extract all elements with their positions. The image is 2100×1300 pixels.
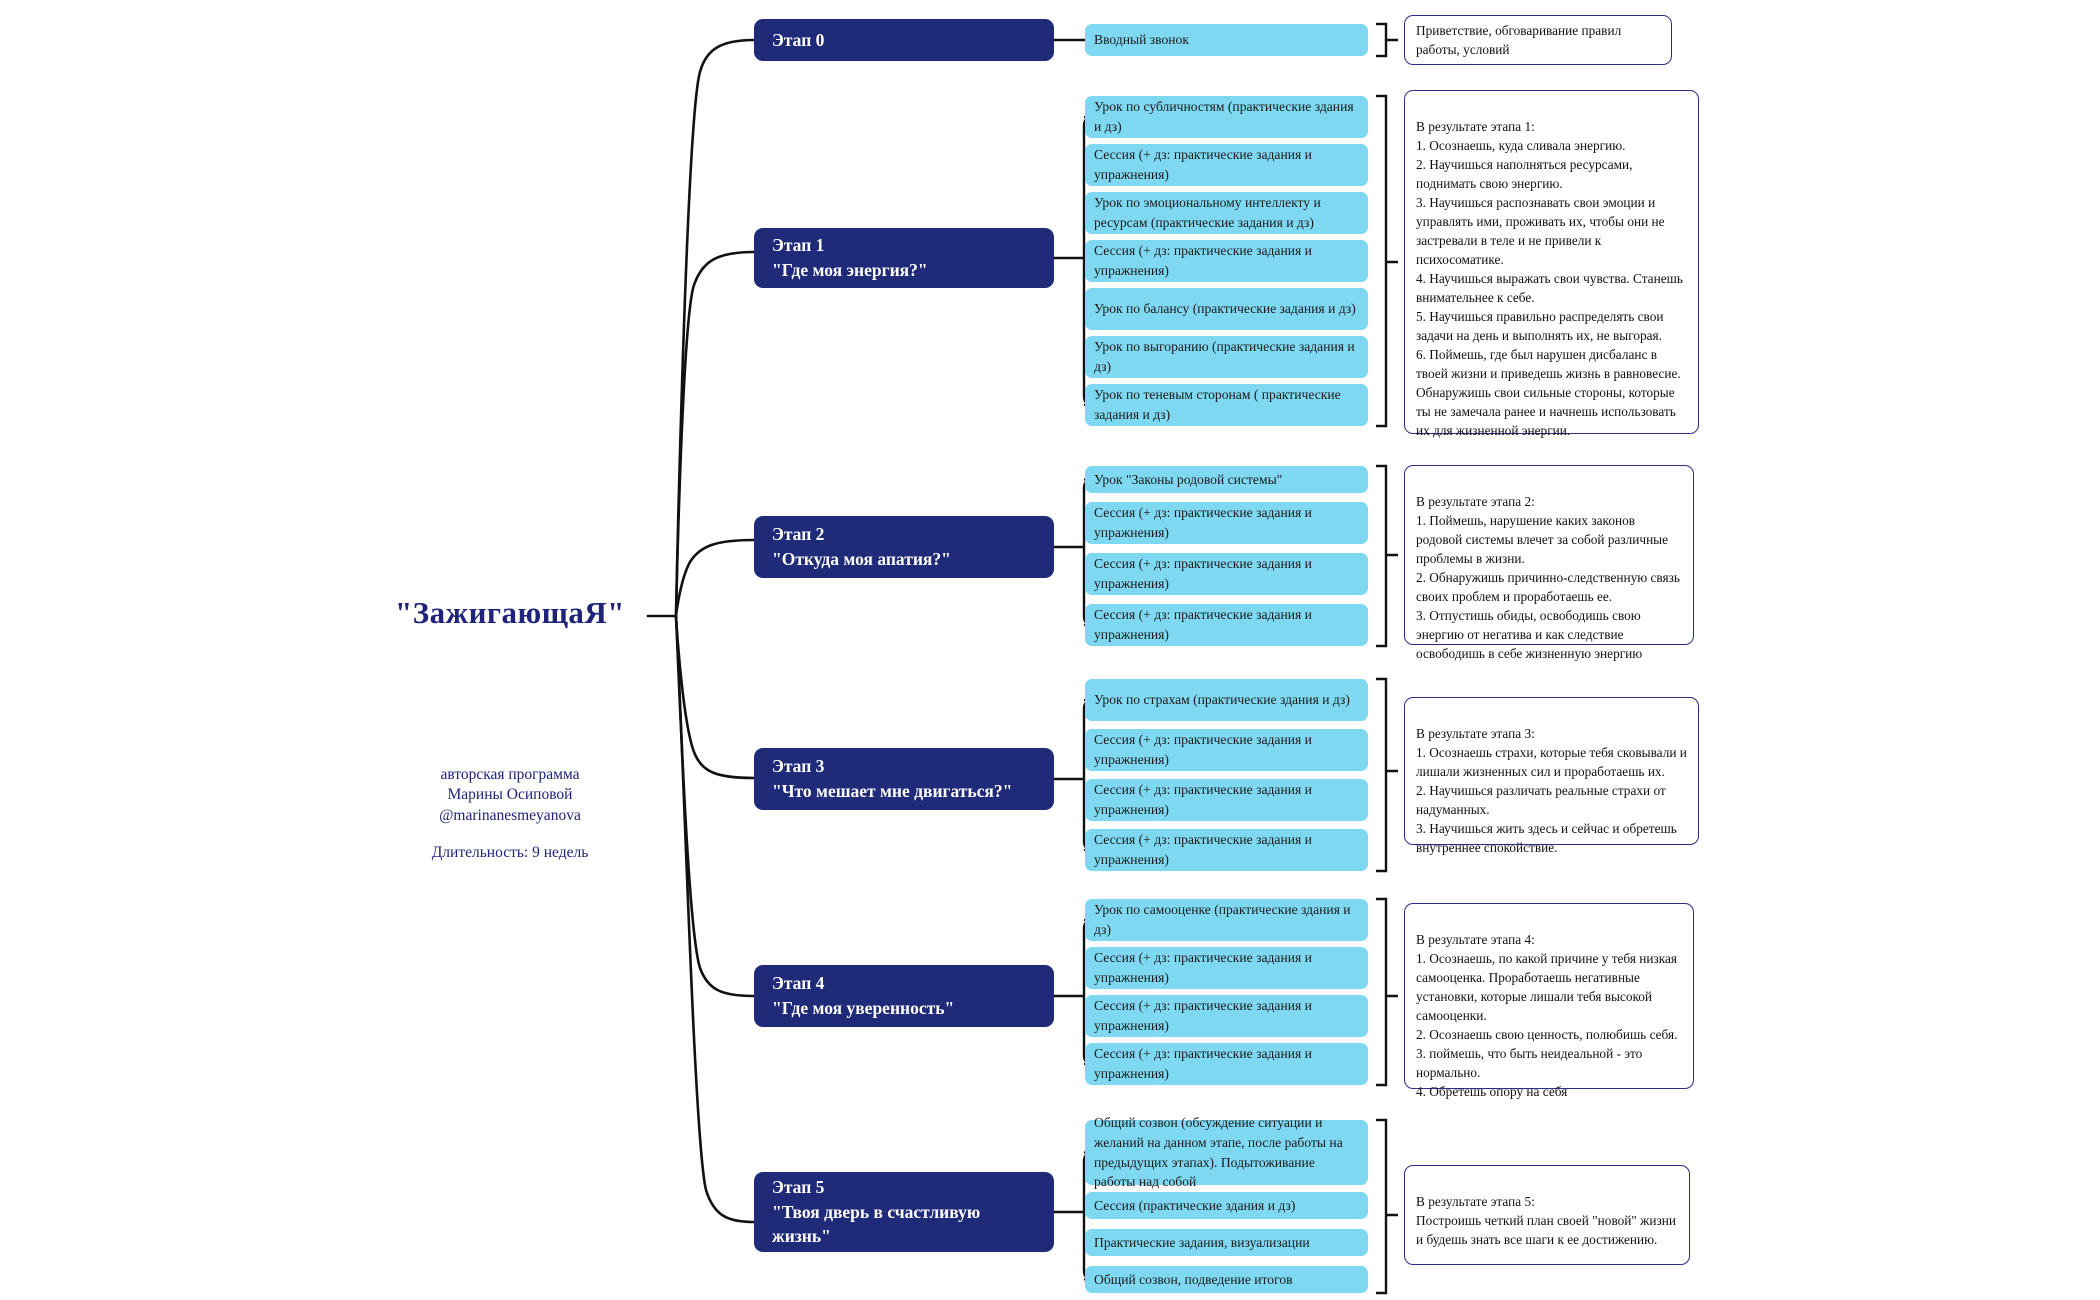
lesson-node[interactable]: Урок по балансу (практические задания и …	[1085, 288, 1368, 330]
lesson-node[interactable]: Урок по выгоранию (практические задания …	[1085, 336, 1368, 378]
stage-node-2[interactable]: Этап 2 "Откуда моя апатия?"	[754, 516, 1054, 578]
stage-title-line2: "Где моя энергия?"	[772, 260, 928, 280]
lesson-label: Сессия (+ дз: практические задания и упр…	[1094, 950, 1312, 985]
lesson-label: Сессия (+ дз: практические задания и упр…	[1094, 832, 1312, 867]
result-text: Приветствие, обговаривание правил работы…	[1416, 23, 1622, 57]
lesson-node[interactable]: Общий созвон (обсуждение ситуации и жела…	[1085, 1115, 1368, 1189]
lesson-label: Практические задания, визуализации	[1094, 1234, 1310, 1250]
stage-title-line1: Этап 1	[772, 235, 825, 256]
lesson-node[interactable]: Сессия (+ дз: практические задания и упр…	[1085, 1043, 1368, 1085]
lesson-node[interactable]: Урок по субличностям (практические здани…	[1085, 96, 1368, 138]
lesson-label: Общий созвон, подведение итогов	[1094, 1271, 1293, 1287]
result-node-5[interactable]: В результате этапа 5: Построишь четкий п…	[1404, 1165, 1690, 1265]
stage-node-3[interactable]: Этап 3 "Что мешает мне двигаться?"	[754, 748, 1054, 810]
result-node-4[interactable]: В результате этапа 4: 1. Осознаешь, по к…	[1404, 903, 1694, 1099]
lesson-node[interactable]: Урок по теневым сторонам ( практические …	[1085, 384, 1368, 426]
lesson-label: Урок "Законы родовой системы"	[1094, 471, 1283, 487]
stage-node-1[interactable]: Этап 1 "Где моя энергия?"	[754, 228, 1054, 288]
result-text: В результате этапа 5: Построишь четкий п…	[1416, 1194, 1676, 1247]
lesson-label: Урок по теневым сторонам ( практические …	[1094, 387, 1341, 422]
lesson-label: Сессия (+ дз: практические задания и упр…	[1094, 732, 1312, 767]
root-author-block: авторская программа Марины Осиповой @mar…	[300, 765, 720, 862]
result-node-1[interactable]: В результате этапа 1: 1. Осознаешь, куда…	[1404, 90, 1699, 438]
lesson-label: Сессия (+ дз: практические задания и упр…	[1094, 556, 1312, 591]
lesson-label: Сессия (+ дз: практические задания и упр…	[1094, 505, 1312, 540]
lesson-label: Урок по самооценке (практические здания …	[1094, 902, 1351, 937]
lesson-node[interactable]: Сессия (+ дз: практические задания и упр…	[1085, 829, 1368, 871]
lesson-node[interactable]: Сессия (+ дз: практические задания и упр…	[1085, 995, 1368, 1037]
result-text: В результате этапа 2: 1. Поймешь, наруше…	[1416, 494, 1680, 661]
lesson-node[interactable]: Практические задания, визуализации	[1085, 1229, 1368, 1256]
result-text: В результате этапа 3: 1. Осознаешь страх…	[1416, 726, 1687, 855]
lesson-label: Урок по субличностям (практические здани…	[1094, 99, 1354, 134]
lesson-node[interactable]: Сессия (+ дз: практические задания и упр…	[1085, 502, 1368, 544]
stage-node-4[interactable]: Этап 4 "Где моя уверенность"	[754, 965, 1054, 1027]
stage-title-line2: "Где моя уверенность"	[772, 998, 955, 1018]
lesson-node[interactable]: Вводный звонок	[1085, 24, 1368, 56]
lesson-node[interactable]: Урок "Законы родовой системы"	[1085, 466, 1368, 493]
lesson-node[interactable]: Сессия (+ дз: практические задания и упр…	[1085, 553, 1368, 595]
lesson-label: Сессия (+ дз: практические задания и упр…	[1094, 607, 1312, 642]
lesson-label: Урок по выгоранию (практические задания …	[1094, 339, 1355, 374]
stage-title-line1: Этап 3	[772, 756, 825, 777]
lesson-node[interactable]: Сессия (практические здания и дз)	[1085, 1192, 1368, 1219]
lesson-label: Сессия (+ дз: практические задания и упр…	[1094, 998, 1312, 1033]
root-title: "ЗажигающаЯ"	[395, 595, 625, 630]
lesson-label: Общий созвон (обсуждение ситуации и жела…	[1094, 1114, 1343, 1190]
stage-title-line1: Этап 5	[772, 1176, 825, 1197]
lesson-node[interactable]: Сессия (+ дз: практические задания и упр…	[1085, 240, 1368, 282]
stage-node-0[interactable]: Этап 0	[754, 19, 1054, 61]
stage-title-line1: Этап 2	[772, 524, 825, 545]
lesson-node[interactable]: Сессия (+ дз: практические задания и упр…	[1085, 947, 1368, 989]
lesson-node[interactable]: Общий созвон, подведение итогов	[1085, 1266, 1368, 1293]
lesson-label: Сессия (практические здания и дз)	[1094, 1197, 1296, 1213]
result-node-2[interactable]: В результате этапа 2: 1. Поймешь, наруше…	[1404, 465, 1694, 661]
stage-title-line2: "Твоя дверь в счастливую жизнь"	[772, 1201, 981, 1247]
lesson-label: Сессия (+ дз: практические задания и упр…	[1094, 147, 1312, 182]
stage-node-5[interactable]: Этап 5 "Твоя дверь в счастливую жизнь"	[754, 1172, 1054, 1252]
result-text: В результате этапа 1: 1. Осознаешь, куда…	[1416, 119, 1683, 438]
result-node-0[interactable]: Приветствие, обговаривание правил работы…	[1404, 15, 1672, 65]
stage-title-line1: Этап 0	[772, 29, 825, 50]
lesson-label: Урок по балансу (практические задания и …	[1094, 301, 1356, 317]
lesson-label: Сессия (+ дз: практические задания и упр…	[1094, 782, 1312, 817]
lesson-node[interactable]: Сессия (+ дз: практические задания и упр…	[1085, 604, 1368, 646]
root-node[interactable]: "ЗажигающаЯ"	[300, 595, 720, 631]
lesson-node[interactable]: Сессия (+ дз: практические задания и упр…	[1085, 144, 1368, 186]
lesson-node[interactable]: Сессия (+ дз: практические задания и упр…	[1085, 729, 1368, 771]
lesson-label: Урок по страхам (практические здания и д…	[1094, 692, 1350, 708]
stage-title-line2: "Что мешает мне двигаться?"	[772, 781, 1013, 801]
lesson-node[interactable]: Урок по страхам (практические здания и д…	[1085, 679, 1368, 721]
lesson-label: Сессия (+ дз: практические задания и упр…	[1094, 243, 1312, 278]
root-duration: Длительность: 9 недель	[431, 844, 589, 862]
stage-title-line1: Этап 4	[772, 973, 825, 994]
lesson-node[interactable]: Урок по эмоциональному интеллекту и ресу…	[1085, 192, 1368, 234]
lesson-label: Урок по эмоциональному интеллекту и ресу…	[1094, 195, 1321, 230]
lesson-label: Вводный звонок	[1094, 32, 1189, 48]
root-subtitle: авторская программа Марины Осиповой @mar…	[439, 766, 581, 824]
stage-title-line2: "Откуда моя апатия?"	[772, 549, 951, 569]
lesson-label: Сессия (+ дз: практические задания и упр…	[1094, 1046, 1312, 1081]
result-text: В результате этапа 4: 1. Осознаешь, по к…	[1416, 932, 1678, 1099]
lesson-node[interactable]: Урок по самооценке (практические здания …	[1085, 899, 1368, 941]
result-node-3[interactable]: В результате этапа 3: 1. Осознаешь страх…	[1404, 697, 1699, 855]
lesson-node[interactable]: Сессия (+ дз: практические задания и упр…	[1085, 779, 1368, 821]
